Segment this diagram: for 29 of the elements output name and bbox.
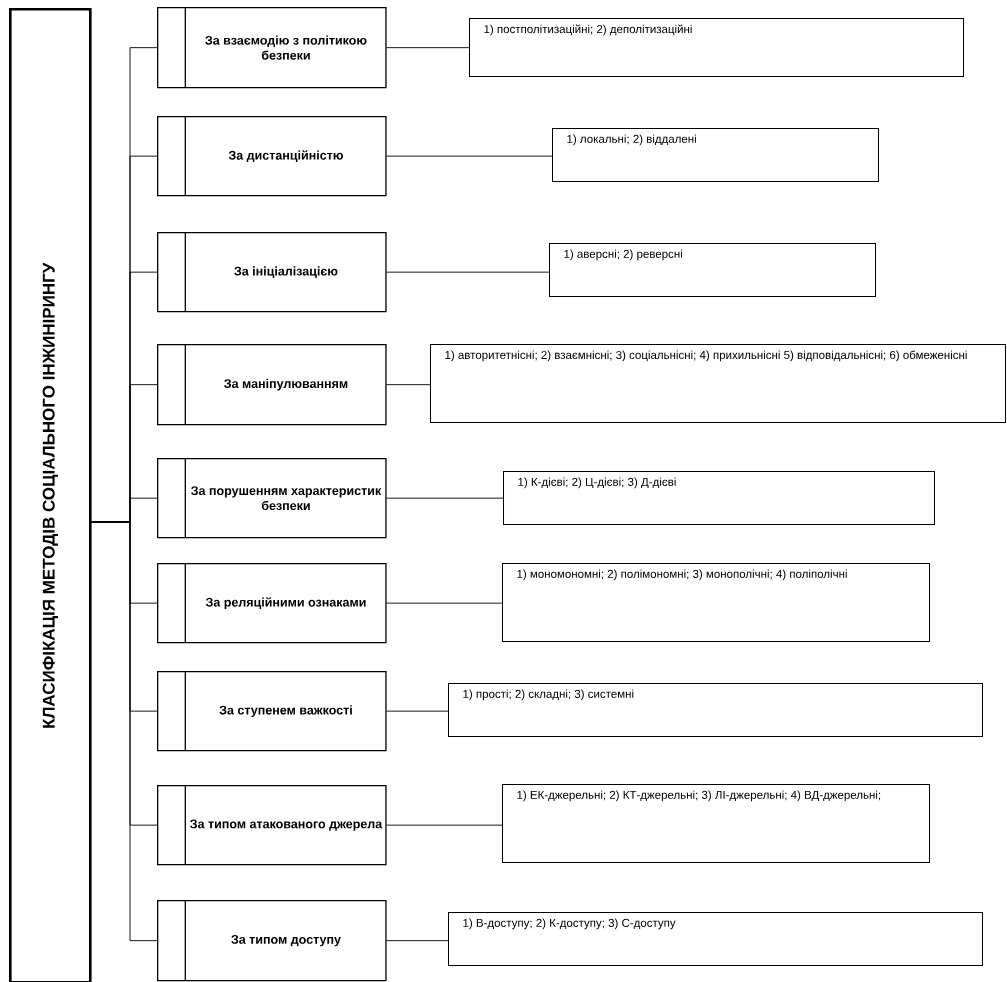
detail-box: 1) авторитетнісні; 2) взаємнісні; 3) соціальнісні; 4) прихильнісні 5) відповідальнісні; 6) обмеженісні [430, 344, 1006, 423]
connector-line [386, 824, 503, 826]
detail-box: 1) К-дієві; 2) Ц-дієві; 3) Д-дієві [503, 471, 935, 525]
detail-box: 1) мономономні; 2) полімономні; 3) монополічні; 4) поліполічні [502, 563, 930, 642]
category-box: За типом атакованого джерела [157, 785, 387, 866]
connector-line [386, 271, 550, 273]
connector-line [386, 47, 470, 49]
category-box: За маніпулюванням [157, 344, 387, 426]
connector-line [386, 497, 504, 499]
connector-line [91, 521, 158, 942]
connector-line [386, 940, 449, 942]
category-box: За ступенем важкості [157, 671, 387, 752]
detail-box: 1) В-доступу; 2) К-доступу; 3) С-доступу [448, 912, 983, 966]
category-box: За типом доступу [157, 900, 387, 982]
title-box: КЛАСИФІКАЦІЯ МЕТОДІВ СОЦІАЛЬНОГО ІНЖИНІРИНГУ [9, 8, 92, 982]
connector-line [386, 155, 553, 157]
detail-box: 1) постполітизаційні; 2) деполітизаційні [469, 18, 964, 77]
category-box: За взаємодію з політикою безпеки [157, 7, 387, 89]
category-box: За реляційними ознаками [157, 563, 387, 644]
category-box: За порушенням характеристик безпеки [157, 458, 387, 539]
detail-box: 1) ЕК-джерельні; 2) КТ-джерельні; 3) ЛІ-джерельні; 4) ВД-джерельні; [502, 784, 930, 863]
connector-line [386, 710, 449, 712]
detail-box: 1) прості; 2) складні; 3) системні [448, 683, 983, 737]
category-box: За ініціалізацією [157, 232, 387, 313]
detail-box: 1) аверсні; 2) реверсні [549, 243, 876, 297]
category-box: За дистанційністю [157, 116, 387, 197]
connector-line [386, 602, 503, 604]
detail-box: 1) локальні; 2) віддалені [552, 128, 879, 182]
connector-line [386, 384, 431, 386]
